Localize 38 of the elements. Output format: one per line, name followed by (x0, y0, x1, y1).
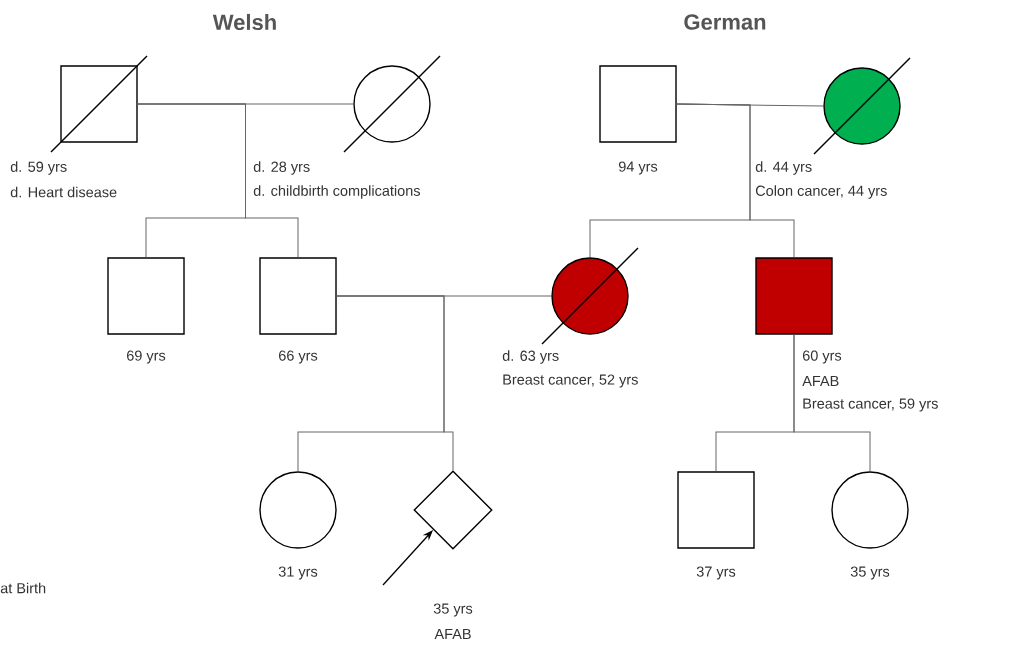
pedigree-circle (259, 471, 337, 549)
descent-line (793, 334, 871, 472)
age-label: 35 yrs (433, 603, 473, 617)
group-heading: German (684, 14, 766, 30)
age-label: d. childbirth complications (253, 185, 420, 199)
pedigree-square (599, 65, 677, 143)
age-label: 60 yrs (802, 350, 842, 364)
pedigree-square (755, 257, 833, 335)
age-label: 35 yrs (850, 566, 890, 580)
age-label: Breast cancer, 59 yrs (803, 398, 938, 412)
age-label: Colon cancer, 44 yrs (755, 185, 887, 199)
age-label: d. Heart disease (10, 186, 117, 198)
pedigree-square (107, 257, 185, 335)
descent-line (336, 295, 454, 471)
age-label: d. 28 yrs (253, 161, 310, 175)
pedigree-square (259, 257, 337, 335)
group-heading: Welsh (212, 13, 276, 31)
pedigree-circle (541, 247, 639, 345)
age-label: 94 yrs (618, 161, 658, 175)
age-label: 69 yrs (127, 350, 166, 364)
pedigree-square (677, 471, 755, 549)
pedigree-circle (813, 57, 911, 155)
descent-line (676, 103, 795, 258)
age-label: d. 63 yrs (502, 350, 559, 364)
pedigree-circle (831, 471, 909, 549)
legend-note: at Birth (0, 582, 46, 594)
pedigree-square (50, 55, 148, 153)
age-label: 66 yrs (279, 350, 318, 364)
age-label: Breast cancer, 52 yrs (503, 374, 638, 388)
age-label: 37 yrs (696, 566, 736, 580)
age-label: 31 yrs (278, 566, 318, 580)
descent-line (137, 103, 299, 258)
pedigree-circle (343, 55, 441, 153)
age-label: AFAB (802, 376, 839, 386)
age-label: d. 59 yrs (10, 161, 67, 175)
age-label: AFAB (434, 629, 471, 639)
pedigree-diamond (413, 470, 493, 550)
age-label: d. 44 yrs (755, 161, 812, 175)
